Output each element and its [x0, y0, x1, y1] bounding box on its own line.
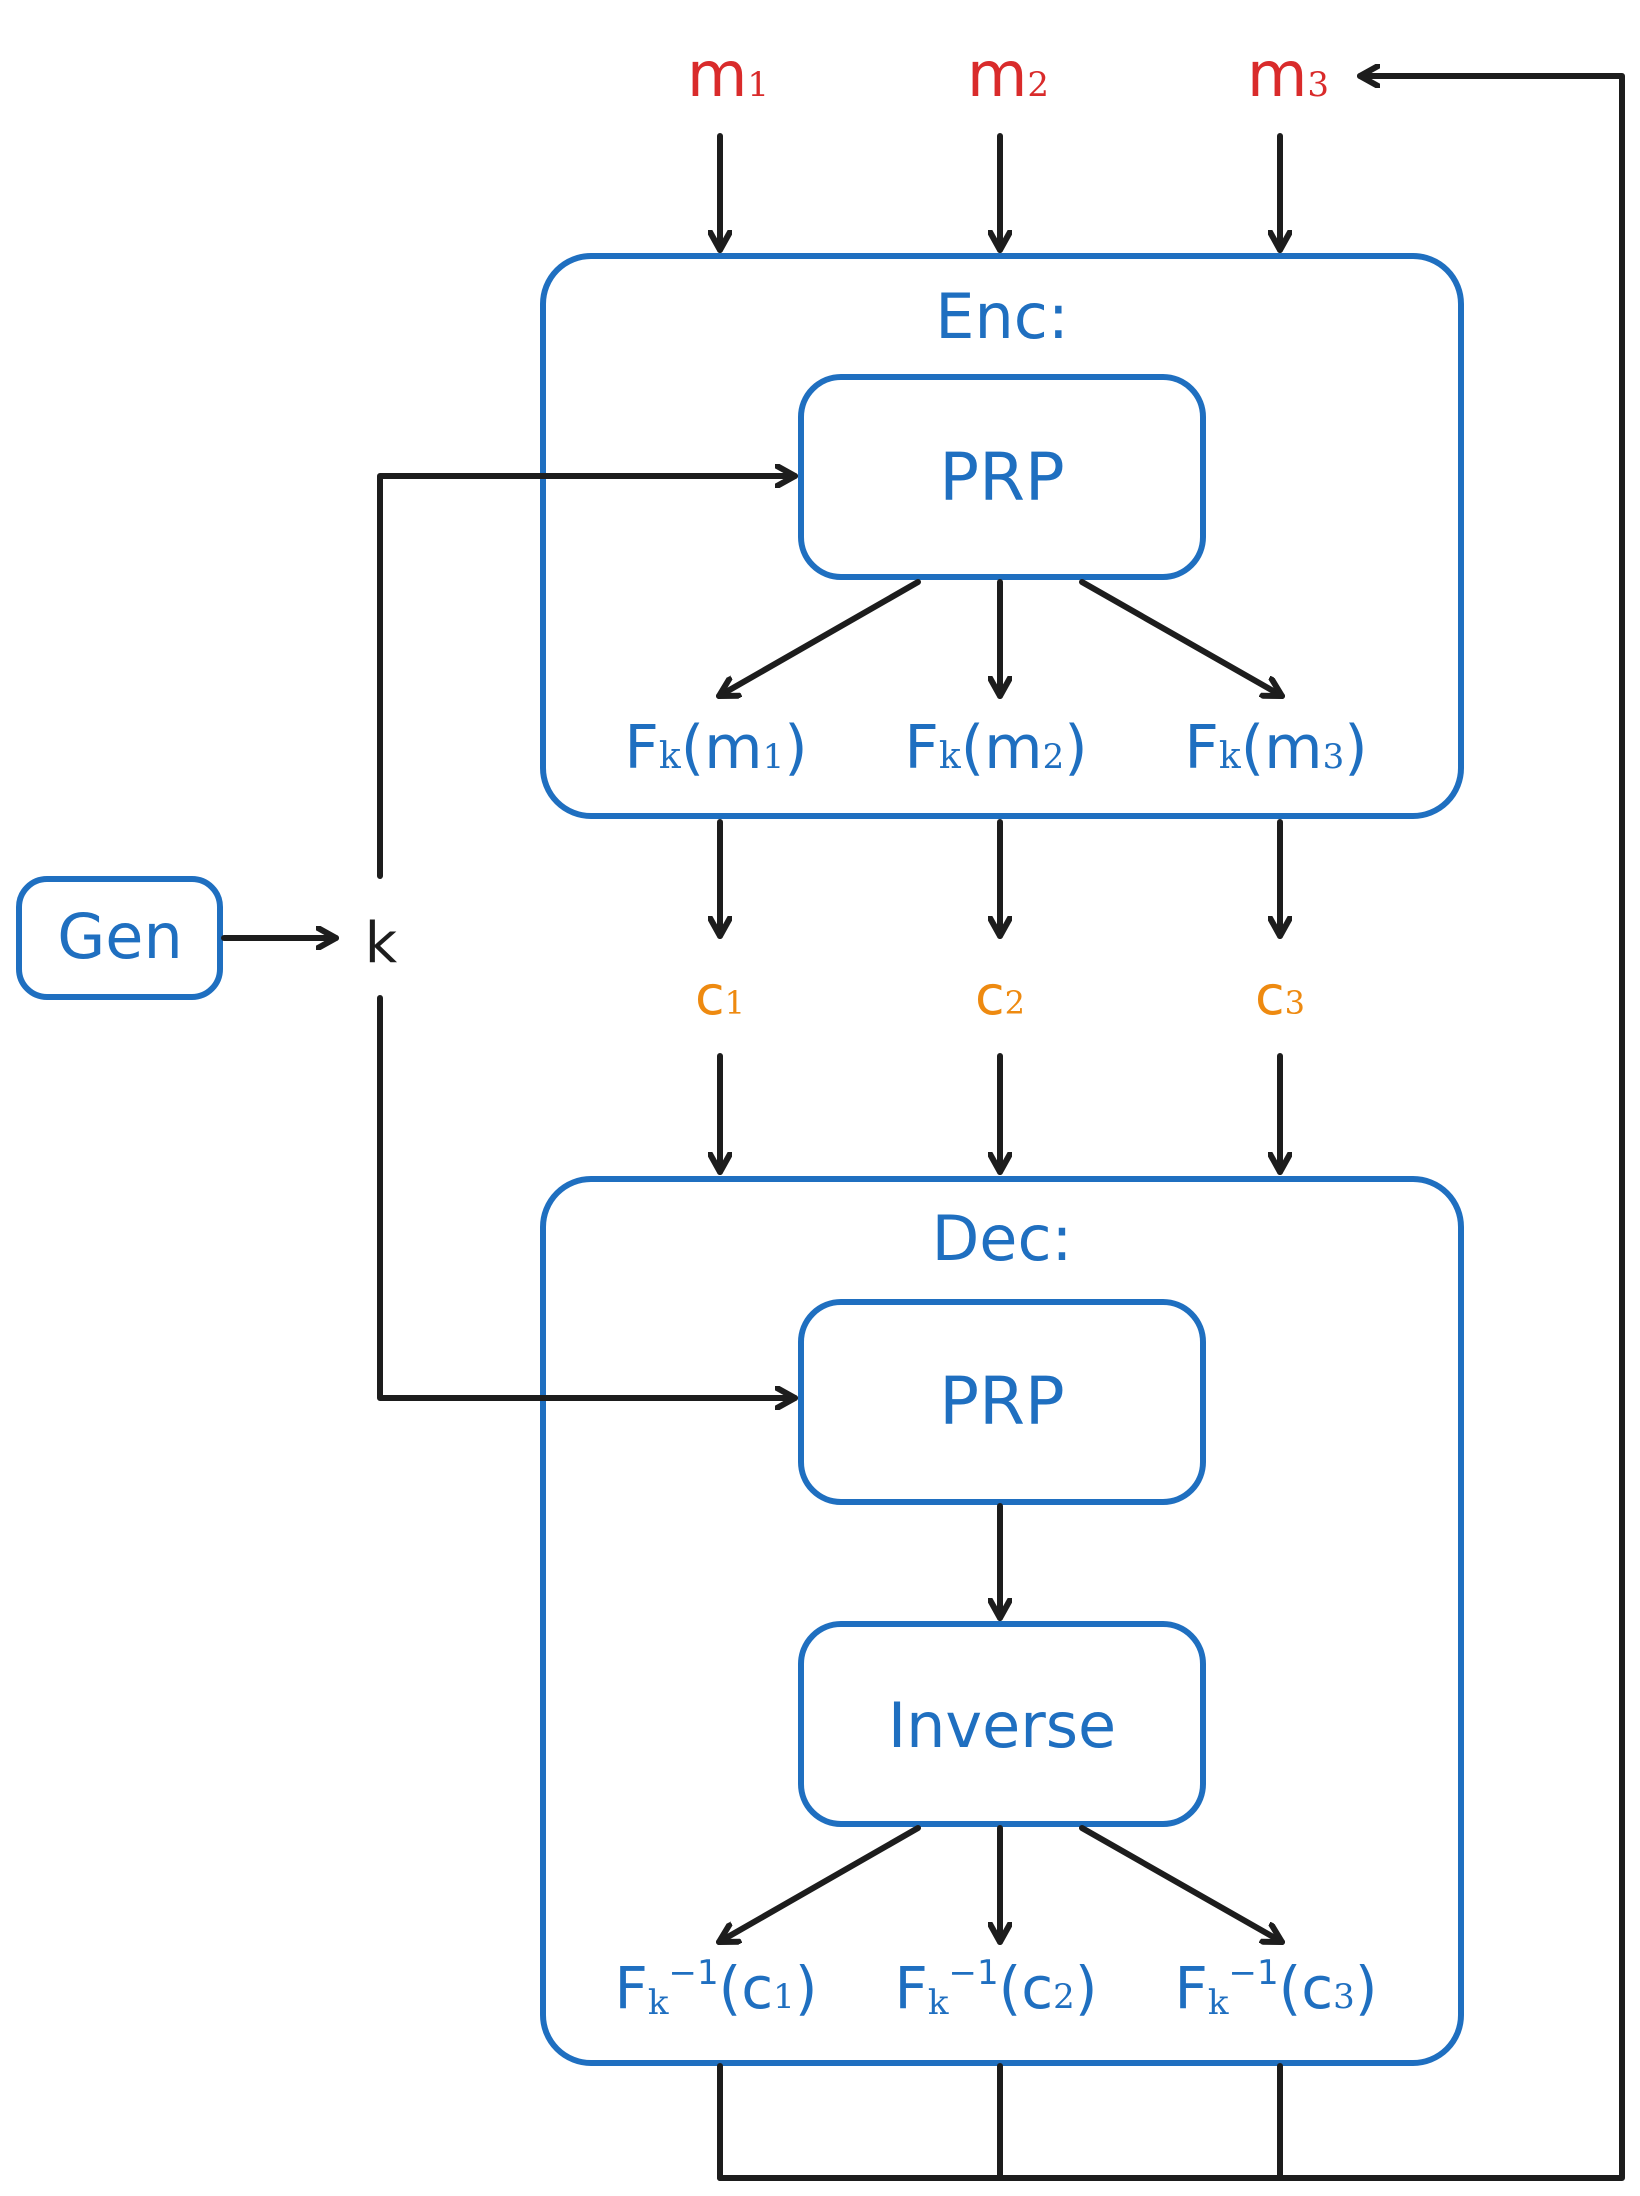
arrow-enc-prp-to-out1 — [716, 579, 921, 699]
arrow-inverse-to-out3 — [1079, 1825, 1285, 1945]
dec-output-1: Fk−1(c1) — [615, 1953, 818, 2023]
dec-inverse-box — [798, 1621, 1206, 1827]
dec-title: Dec: — [932, 1202, 1073, 1275]
enc-output-1: Fk(m1) — [624, 713, 807, 783]
enc-prp-label: PRP — [939, 439, 1064, 516]
ciphertext-c3: c3 — [1255, 964, 1305, 1027]
gen-box — [16, 876, 223, 1000]
arrow-key-to-dec-prp — [377, 995, 798, 1398]
feedback-loop-to-m3 — [717, 76, 1625, 2181]
arrow-inverse-to-out1 — [716, 1825, 921, 1945]
ciphertext-c2: c2 — [975, 964, 1025, 1027]
arrow-enc-prp-to-out3 — [1079, 579, 1285, 699]
arrow-key-to-enc-prp — [377, 476, 798, 879]
message-m1: m1 — [687, 38, 769, 111]
enc-prp-box — [798, 374, 1206, 580]
enc-title: Enc: — [935, 280, 1068, 353]
dec-prp-box — [798, 1299, 1206, 1505]
message-m2: m2 — [967, 38, 1049, 111]
dec-output-2: Fk−1(c2) — [895, 1953, 1098, 2023]
key-label: k — [365, 911, 398, 976]
dec-inverse-label: Inverse — [888, 1689, 1116, 1762]
dec-output-3: Fk−1(c3) — [1175, 1953, 1378, 2023]
enc-output-3: Fk(m3) — [1184, 713, 1367, 783]
enc-output-2: Fk(m2) — [904, 713, 1087, 783]
ciphertext-c1: c1 — [695, 964, 745, 1027]
message-m3: m3 — [1247, 38, 1329, 111]
dec-prp-label: PRP — [939, 1363, 1064, 1440]
gen-label: Gen — [57, 900, 182, 973]
